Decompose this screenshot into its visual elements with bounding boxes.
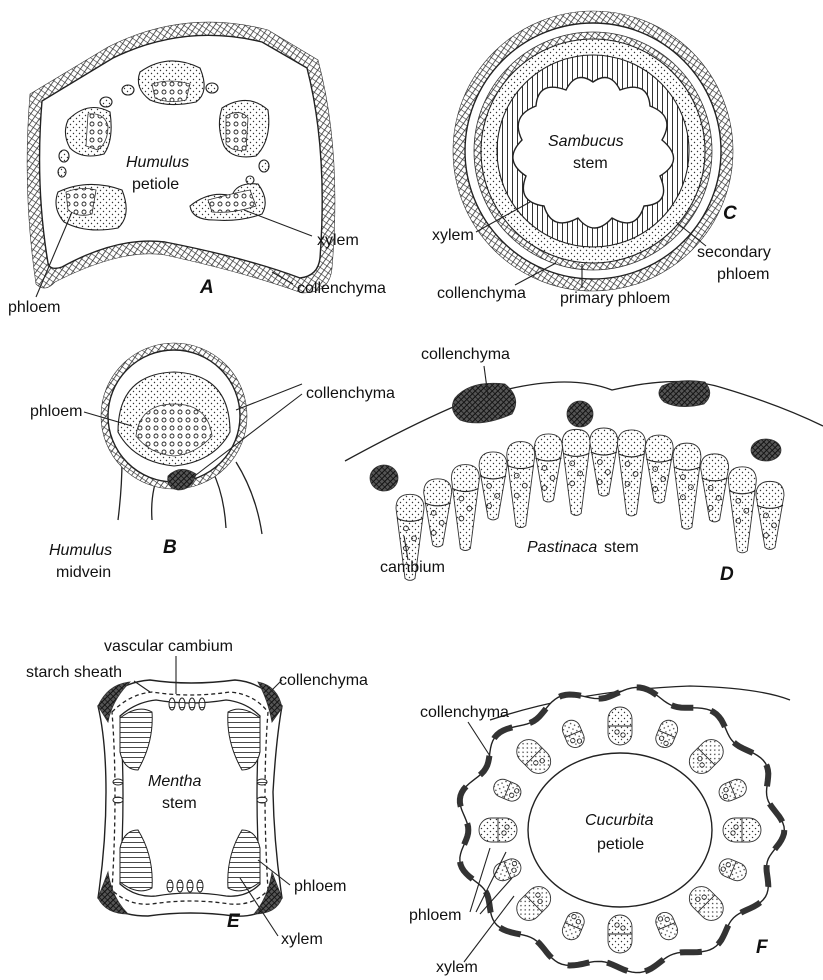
panel-c-label-collenchyma: collenchyma: [437, 285, 526, 302]
panel-d-collenchyma-strand: [659, 381, 710, 407]
panel-d-vascular-bundle: [645, 435, 673, 503]
panel-d-vascular-bundle: [479, 452, 507, 520]
panel-f-cucurbita-petiole: Cucurbita petiole collenchyma phloem xyl…: [409, 686, 790, 976]
panel-b-leaf-blade-left: [118, 460, 122, 520]
panel-d-vascular-bundle: [618, 430, 646, 516]
panel-e-small-bundle: [113, 779, 123, 785]
panel-f-label-collenchyma: collenchyma: [420, 704, 509, 721]
panel-b-leaf-blade-right: [212, 470, 226, 528]
panel-a-small-bundle: [206, 83, 218, 93]
panel-a-letter: A: [199, 277, 214, 298]
panel-e-small-bundle: [177, 880, 183, 892]
panel-d-title-organ: stem: [604, 539, 639, 556]
panel-a-small-bundle: [58, 167, 66, 177]
panel-e-small-bundle: [169, 698, 175, 710]
panel-d-label-collenchyma: collenchyma: [421, 346, 510, 363]
panel-e-label-starch-sheath: starch sheath: [26, 664, 122, 681]
panel-d-vascular-bundle: [756, 481, 784, 549]
panel-b-letter: B: [163, 537, 177, 558]
panel-d-letter: D: [720, 564, 734, 585]
panel-a-small-bundle: [100, 97, 112, 107]
panel-d-label-cambium: cambium: [380, 559, 445, 576]
panel-d-vascular-bundle: [424, 479, 452, 547]
panel-a-title-genus: Humulus: [126, 154, 189, 171]
panel-b-collenchyma-pointer-1: [236, 384, 302, 410]
panel-e-mentha-stem: Mentha stem vascular cambium starch shea…: [26, 638, 368, 948]
panel-b-leaf-blade-right-outer: [236, 462, 262, 534]
panel-f-vascular-bundle: [608, 707, 632, 745]
panel-e-small-bundle: [167, 880, 173, 892]
panel-f-label-phloem: phloem: [409, 907, 461, 924]
panel-e-small-bundle: [189, 698, 195, 710]
panel-a-small-bundle: [246, 176, 254, 184]
panel-d-vascular-bundle: [728, 467, 756, 553]
panel-e-small-bundle: [199, 698, 205, 710]
panel-b-title-organ: midvein: [56, 564, 111, 581]
panel-c-title-organ: stem: [573, 155, 608, 172]
panel-f-label-xylem: xylem: [436, 959, 478, 976]
panel-d-collenchyma-strand: [452, 383, 515, 423]
panel-e-small-bundle: [179, 698, 185, 710]
panel-d-vascular-bundle: [562, 429, 590, 515]
panel-d-vascular-bundle: [701, 454, 729, 522]
panel-d-collenchyma-strand: [370, 465, 398, 491]
panel-e-small-bundle: [113, 797, 123, 803]
panel-f-vascular-bundle: [479, 818, 517, 842]
panel-f-vascular-bundle: [723, 818, 761, 842]
panel-a-small-bundle: [259, 160, 269, 172]
panel-e-small-bundle: [257, 797, 267, 803]
panel-d-vascular-bundle: [673, 443, 701, 529]
panel-c-sambucus-stem: Sambucus stem xylem collenchyma primary …: [432, 11, 771, 307]
panel-b-title-genus: Humulus: [49, 542, 112, 559]
panel-e-small-bundle: [257, 779, 267, 785]
panel-c-label-primary-phloem: primary phloem: [560, 290, 670, 307]
panel-c-letter: C: [723, 203, 737, 224]
panel-c-label-secondary-2: phloem: [717, 266, 769, 283]
panel-b-label-phloem: phloem: [30, 403, 82, 420]
panel-f-title-genus: Cucurbita: [585, 812, 654, 829]
panel-e-label-vascular-cambium: vascular cambium: [104, 638, 233, 655]
panel-d-collenchyma-strand: [751, 439, 781, 461]
panel-f-title-organ: petiole: [597, 836, 644, 853]
panel-e-label-phloem: phloem: [294, 878, 346, 895]
panel-c-title-genus: Sambucus: [548, 133, 624, 150]
panel-e-label-xylem: xylem: [281, 931, 323, 948]
panel-a-label-phloem: phloem: [8, 299, 60, 316]
panel-a-xylem-patch: [66, 188, 96, 215]
panel-d-collenchyma-strand: [567, 401, 593, 427]
panel-e-small-bundle: [197, 880, 203, 892]
panel-a-small-bundle: [59, 150, 69, 162]
panel-e-label-collenchyma: collenchyma: [279, 672, 368, 689]
panel-f-collenchyma-pointer: [468, 722, 490, 756]
panel-a-xylem-patch: [226, 112, 248, 150]
panel-d-vascular-bundle: [507, 442, 535, 528]
panel-c-label-xylem: xylem: [432, 227, 474, 244]
panel-f-pith-cavity: [528, 753, 712, 907]
panel-b-humulus-midvein: Humulus midvein phloem collenchyma B: [30, 343, 395, 581]
panel-f-vascular-bundle: [608, 915, 632, 953]
panel-a-title-organ: petiole: [132, 176, 179, 193]
panel-e-title-organ: stem: [162, 795, 197, 812]
panel-c-label-secondary-1: secondary: [697, 244, 771, 261]
panel-a-small-bundle: [122, 85, 134, 95]
panel-e-letter: E: [227, 911, 241, 932]
panel-d-vascular-bundle: [451, 465, 479, 551]
panel-a-label-collenchyma: collenchyma: [297, 280, 386, 297]
panel-d-pastinaca-stem: Pastinaca stem collenchyma cambium D: [345, 346, 823, 585]
panel-d-vascular-bundle: [590, 428, 618, 496]
panel-a-humulus-petiole: Humulus petiole xylem collenchyma phloem…: [8, 22, 386, 316]
panel-b-label-collenchyma: collenchyma: [306, 385, 395, 402]
panel-d-title-genus: Pastinaca: [527, 539, 597, 556]
panel-f-letter: F: [756, 937, 769, 958]
panel-a-label-xylem: xylem: [317, 232, 359, 249]
panel-a-xylem-patch: [152, 81, 190, 102]
panel-e-small-bundle: [187, 880, 193, 892]
panel-d-vascular-bundle: [534, 434, 562, 502]
panel-d-vascular-bundles: [396, 428, 784, 580]
panel-e-title-genus: Mentha: [148, 773, 201, 790]
